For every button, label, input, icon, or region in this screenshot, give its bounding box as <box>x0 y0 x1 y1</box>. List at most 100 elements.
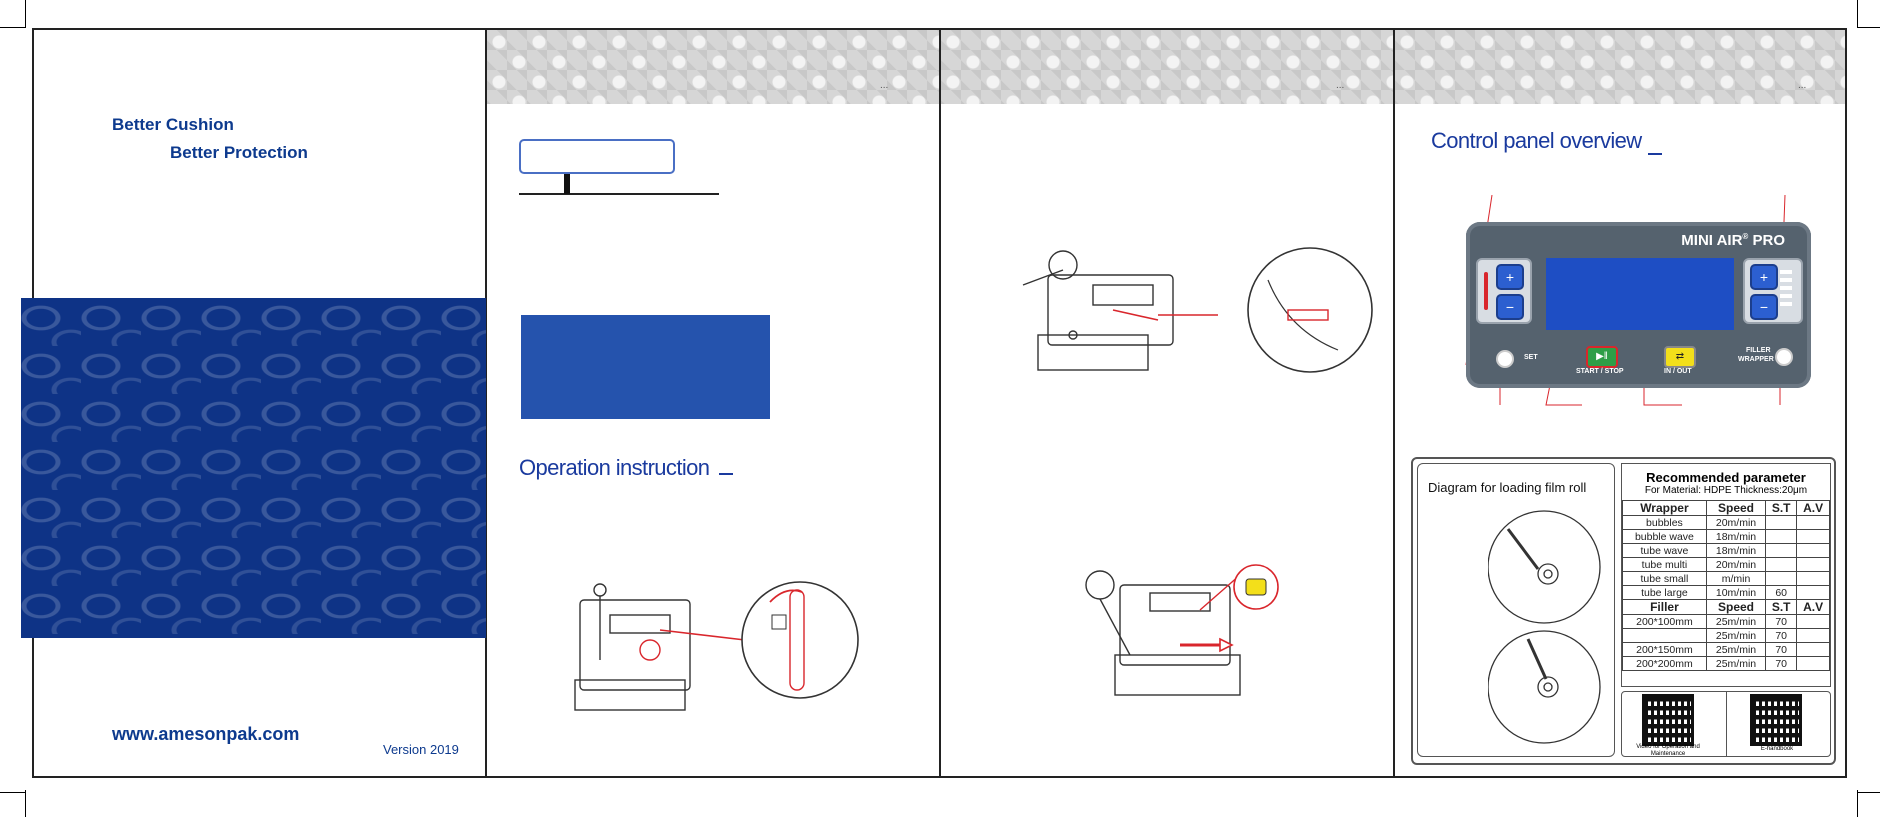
crop-mark <box>0 792 25 793</box>
header-dots: ... <box>1798 80 1807 91</box>
label-rule <box>519 193 719 195</box>
param-cell <box>1796 571 1830 586</box>
set-label: SET <box>1524 354 1538 361</box>
device-display <box>1546 258 1734 330</box>
header-dots: ... <box>880 80 889 91</box>
start-stop-button[interactable]: ▶‖ <box>1586 346 1618 368</box>
param-cell: 25m/min <box>1705 656 1767 671</box>
param-cell <box>1796 529 1830 544</box>
temp-plus-button[interactable]: + <box>1496 264 1524 290</box>
qr-divider <box>1726 692 1727 756</box>
param-cell: tube wave <box>1622 543 1707 558</box>
mode-button[interactable] <box>1775 348 1793 366</box>
brand-reg: ® <box>1742 232 1749 241</box>
param-cell: 200*200mm <box>1622 656 1707 671</box>
machine-sketch-1 <box>574 581 859 711</box>
speed-level-icon <box>1780 270 1792 310</box>
param-cell <box>1796 614 1830 629</box>
qr-video-caption: Video for Operation and Maintenance <box>1636 744 1700 757</box>
info-card: Diagram for loading film roll Recommende… <box>1411 457 1836 765</box>
machine-sketch-3 <box>1085 564 1279 696</box>
crop-mark <box>25 0 26 28</box>
param-cell: 25m/min <box>1705 642 1767 657</box>
in-out-button[interactable]: ⇄ <box>1664 346 1696 368</box>
crop-mark <box>0 27 25 28</box>
panel-divider <box>485 28 487 778</box>
panel-divider <box>1393 28 1395 778</box>
param-title: Recommended parameter <box>1646 470 1806 485</box>
header-pattern <box>941 30 1393 104</box>
crop-mark <box>1857 0 1858 28</box>
label-tick <box>564 174 570 194</box>
diagram-title: Diagram for loading film roll <box>1428 480 1587 495</box>
param-cell <box>1796 585 1830 600</box>
param-cell: tube large <box>1622 585 1707 600</box>
temp-minus-button[interactable]: − <box>1496 294 1524 320</box>
speed-plus-button[interactable]: + <box>1750 264 1778 290</box>
device-control-panel: MINI AIR® PRO + − + − SET ▶‖ START / STO… <box>1466 222 1811 388</box>
param-cell <box>1765 557 1798 572</box>
set-button[interactable] <box>1496 350 1514 368</box>
header-pattern <box>1395 30 1845 104</box>
param-cell: 70 <box>1765 628 1798 643</box>
machine-sketch-2 <box>1022 247 1373 373</box>
param-cell: 25m/min <box>1705 614 1767 629</box>
param-cell: 10m/min <box>1705 585 1767 600</box>
param-cell <box>1796 557 1830 572</box>
param-cell: 18m/min <box>1705 543 1767 558</box>
material-line: For Material: HDPE Thickness:20μm <box>1644 485 1808 496</box>
param-cell <box>1796 656 1830 671</box>
wrapper-label: WRAPPER <box>1738 356 1774 363</box>
header-dots: ... <box>1336 80 1345 91</box>
param-cell <box>1622 628 1707 643</box>
param-cell <box>1796 642 1830 657</box>
device-brand: MINI AIR® PRO <box>1681 232 1785 249</box>
param-cell: bubble wave <box>1622 529 1707 544</box>
version-label: Version 2019 <box>383 742 459 757</box>
qr-code-video[interactable] <box>1642 694 1694 746</box>
param-cell <box>1796 515 1830 530</box>
param-cell <box>1796 628 1830 643</box>
filler-label: FILLER <box>1746 347 1771 354</box>
crop-mark <box>25 790 26 817</box>
param-box: Recommended parameter For Material: HDPE… <box>1621 463 1831 687</box>
start-stop-label: START / STOP <box>1576 368 1624 375</box>
param-cell: S.T <box>1765 500 1798 516</box>
param-cell <box>1765 543 1798 558</box>
param-cell: tube small <box>1622 571 1707 586</box>
qr-code-handbook[interactable] <box>1750 694 1802 746</box>
param-cell <box>1765 529 1798 544</box>
crop-mark <box>1857 790 1858 817</box>
param-cell: 60 <box>1765 585 1798 600</box>
param-cell: 70 <box>1765 656 1798 671</box>
slogan-line-2: Better Protection <box>170 143 308 162</box>
param-cell: 20m/min <box>1705 557 1767 572</box>
speed-minus-button[interactable]: − <box>1750 294 1778 320</box>
section-title-operation: Operation instruction <box>519 455 710 480</box>
panel-divider <box>939 28 941 778</box>
diagram-box: Diagram for loading film roll <box>1417 463 1615 757</box>
section-title-control: Control panel overview <box>1431 128 1642 153</box>
film-roll-diagram <box>1488 510 1601 744</box>
cover-wave-pattern <box>21 298 486 638</box>
title-underscore <box>1648 153 1662 155</box>
param-cell: Speed <box>1705 599 1767 615</box>
in-out-label: IN / OUT <box>1664 368 1692 375</box>
param-cell: m/min <box>1705 571 1767 586</box>
crop-mark <box>1858 792 1880 793</box>
website-link[interactable]: www.amesonpak.com <box>112 724 300 744</box>
title-underscore <box>719 473 733 475</box>
param-cell <box>1796 543 1830 558</box>
param-cell: 200*100mm <box>1622 614 1707 629</box>
label-box <box>519 139 675 174</box>
param-cell: 200*150mm <box>1622 642 1707 657</box>
